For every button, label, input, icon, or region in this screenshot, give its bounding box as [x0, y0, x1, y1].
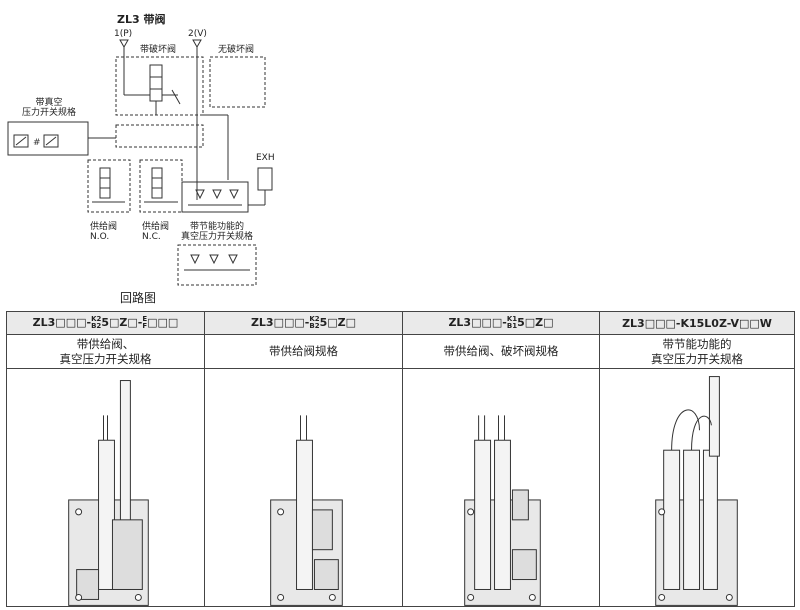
ejector-product-drawing-4 — [655, 375, 738, 606]
ejector-product-drawing-3 — [464, 414, 541, 606]
port-1-symbol — [119, 39, 129, 57]
ejector-product-drawing-1 — [68, 379, 149, 606]
break-valve-label: 带破坏阀 — [140, 45, 177, 55]
ejector-box — [181, 181, 249, 213]
vacuum-switch-label: 带真空 压力开关规格 — [22, 98, 77, 119]
vacuum-switch-box — [7, 121, 89, 156]
supply-valve-no-label: 供给阀 N.O. — [90, 222, 118, 243]
ejector-product-drawing-2 — [270, 414, 343, 606]
manifold-box — [115, 124, 204, 148]
circuit-title: ZL3 带阀 — [117, 13, 166, 26]
product-image-1 — [6, 368, 205, 607]
break-valve-symbol — [123, 57, 181, 115]
port-2-label: 2(V) — [188, 29, 207, 39]
energy-saving-box — [177, 244, 257, 286]
supply-valve-no-box — [87, 159, 131, 213]
supply-valve-nc-label: 供给阀 N.C. — [142, 222, 170, 243]
model-desc-1: 带供给阀、 真空压力开关规格 — [6, 334, 205, 370]
model-desc-4: 带节能功能的 真空压力开关规格 — [599, 334, 795, 370]
product-image-3 — [402, 368, 600, 607]
no-break-valve-box — [209, 56, 266, 108]
product-image-2 — [204, 368, 403, 607]
product-image-4 — [599, 368, 795, 607]
no-break-valve-label: 无破坏阀 — [218, 45, 255, 55]
break-valve-box — [115, 56, 204, 116]
model-desc-2: 带供给阀规格 — [204, 334, 403, 370]
port-2-symbol — [192, 39, 202, 57]
model-desc-3: 带供给阀、破坏阀规格 — [402, 334, 600, 370]
exh-label: EXH — [256, 153, 275, 163]
circuit-caption: 回路图 — [120, 291, 157, 305]
energy-saving-label: 带节能功能的 真空压力开关规格 — [181, 222, 254, 243]
port-1-label: 1(P) — [114, 29, 133, 39]
model-header-4: ZL3□□□-K15L0Z-V□□W — [599, 310, 795, 336]
exh-silencer — [257, 167, 273, 191]
circuit-diagram: # — [7, 39, 273, 286]
svg-text:#: # — [33, 138, 41, 148]
